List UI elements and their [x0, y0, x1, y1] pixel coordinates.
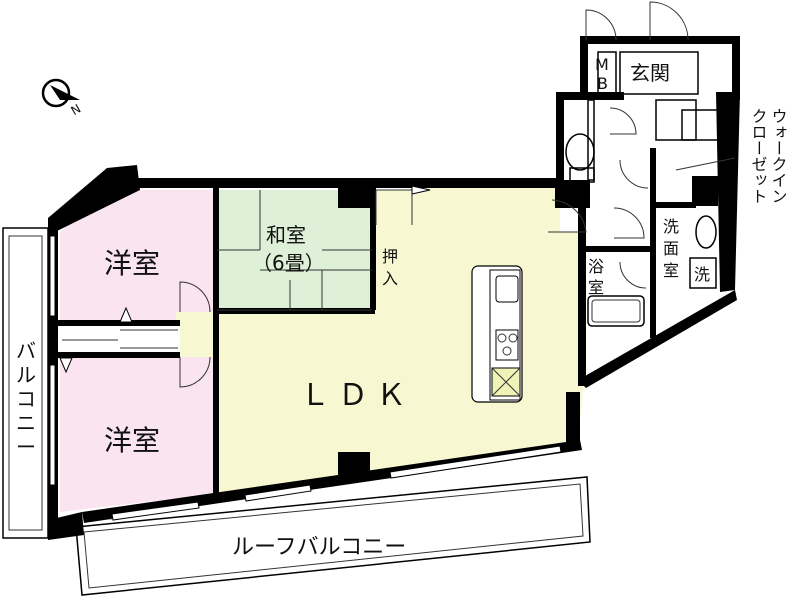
washroom-label-3: 室	[663, 261, 679, 280]
side-balcony-char-4: ニ	[16, 411, 36, 435]
meter-box-label-1: M	[595, 55, 609, 74]
bathroom-label-1: 浴	[588, 257, 604, 276]
ldk-area	[176, 184, 583, 496]
windows	[49, 235, 562, 521]
compass-north-icon: N	[41, 78, 84, 118]
walls	[48, 36, 740, 540]
washroom-label-2: 面	[663, 239, 679, 258]
closet-label-1: 押	[382, 247, 398, 266]
meter-box-label-2: B	[597, 74, 608, 93]
entrance-label: 玄関	[630, 61, 670, 85]
walk-in-closet-label: ウォークイン クローゼット	[675, 108, 788, 204]
doors	[179, 1, 689, 388]
roof-balcony-label: ルーフバルコニー	[232, 535, 406, 560]
japanese-room-label: 和室	[266, 223, 306, 247]
side-balcony-char-3: コ	[16, 387, 36, 411]
japanese-room-size-label: （6畳）	[252, 251, 325, 275]
corridor-doors	[59, 306, 178, 374]
western-room-2-area	[60, 357, 215, 512]
western-room-1-area	[60, 190, 215, 322]
side-balcony-char-1: バ	[16, 339, 36, 363]
closet-label-2: 入	[382, 269, 398, 288]
bathroom-label-2: 室	[588, 278, 604, 297]
kitchen-counter	[471, 265, 523, 403]
tatami-lines	[217, 190, 372, 311]
roof-balcony	[75, 476, 591, 596]
side-balcony-char-2: ル	[16, 363, 36, 387]
western-room-1-label: 洋室	[104, 247, 160, 280]
walk-in-closet-label-1: ウォークイン	[769, 108, 788, 204]
washroom-label-1: 洗	[663, 217, 679, 236]
svg-text:N: N	[69, 101, 84, 118]
side-balcony-label: バ ル コ ニ ー	[16, 339, 36, 459]
side-balcony-char-5: ー	[16, 435, 36, 459]
western-room-2-label: 洋室	[104, 424, 160, 457]
washer-label: 洗	[694, 265, 710, 284]
walk-in-closet-label-2: クローゼット	[749, 108, 768, 204]
fixtures	[565, 51, 719, 327]
ldk-label: ＬＤＫ	[300, 378, 414, 413]
